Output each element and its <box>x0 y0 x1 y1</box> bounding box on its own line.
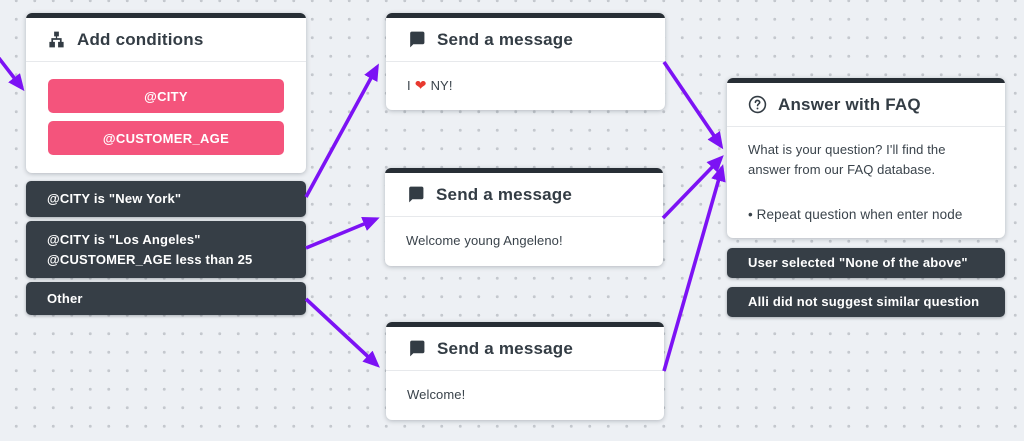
variable-customer-age-button[interactable]: @CUSTOMER_AGE <box>48 121 284 155</box>
branch-none-of-the-above[interactable]: User selected "None of the above" <box>727 248 1005 278</box>
hierarchy-icon <box>47 30 66 49</box>
variable-city-button[interactable]: @CITY <box>48 79 284 113</box>
message-text: Welcome! <box>407 387 466 402</box>
node-send-message-ny[interactable]: Send a message I ❤ NY! <box>386 13 665 110</box>
edge-msg3-to-faq <box>662 164 726 372</box>
node-answer-with-faq[interactable]: Answer with FAQ What is your question? I… <box>727 78 1005 238</box>
branch-label: Alli did not suggest similar question <box>748 294 980 309</box>
node-title: Send a message <box>437 338 574 358</box>
node-title: Send a message <box>437 29 574 49</box>
node-title: Answer with FAQ <box>778 94 921 114</box>
heart-emoji: ❤ <box>414 77 427 93</box>
message-text: I ❤ NY! <box>386 62 665 109</box>
message-text-pre: I <box>407 78 411 93</box>
branch-label: Other <box>47 290 83 306</box>
faq-description: What is your question? I'll find the ans… <box>748 142 946 177</box>
node-send-message-other[interactable]: Send a message Welcome! <box>386 322 664 420</box>
branch-other[interactable]: Other <box>26 282 306 315</box>
branch-no-similar-question[interactable]: Alli did not suggest similar question <box>727 287 1005 317</box>
node-send-message-la[interactable]: Send a message Welcome young Angeleno! <box>385 168 663 266</box>
node-header: Send a message <box>386 327 664 371</box>
branch-new-york[interactable]: @CITY is "New York" <box>26 181 306 217</box>
edge-newyork-to-msg1 <box>304 63 379 198</box>
node-header: Answer with FAQ <box>727 83 1005 127</box>
node-header: Send a message <box>386 18 665 62</box>
node-top-bar <box>26 13 306 18</box>
branch-label: @CITY is "New York" <box>47 191 182 206</box>
branch-label-line1: @CITY is "Los Angeles" <box>47 231 201 247</box>
node-header: Send a message <box>385 173 663 217</box>
edge-msg2-to-faq <box>661 155 724 220</box>
faq-option-repeat-question: • Repeat question when enter node <box>748 207 963 222</box>
edge-incoming <box>0 56 25 92</box>
node-top-bar <box>385 168 663 173</box>
message-text-post: NY! <box>430 78 453 93</box>
help-icon <box>748 95 767 114</box>
chat-icon <box>407 30 426 49</box>
chat-icon <box>406 185 425 204</box>
branch-los-angeles[interactable]: @CITY is "Los Angeles" @CUSTOMER_AGE les… <box>26 221 306 278</box>
message-text: Welcome young Angeleno! <box>406 233 563 248</box>
node-add-conditions[interactable]: Add conditions @CITY @CUSTOMER_AGE <box>26 13 306 173</box>
node-top-bar <box>386 13 665 18</box>
branch-label-line2: @CUSTOMER_AGE less than 25 <box>47 251 253 267</box>
node-top-bar <box>386 322 664 327</box>
chat-icon <box>407 339 426 358</box>
node-header: Add conditions <box>26 18 306 62</box>
edge-losangeles-to-msg2 <box>305 217 380 250</box>
branch-label: User selected "None of the above" <box>748 255 968 270</box>
edge-msg1-to-faq <box>662 60 724 150</box>
node-title: Add conditions <box>77 29 204 49</box>
node-top-bar <box>727 78 1005 83</box>
edge-other-to-msg3 <box>304 297 380 368</box>
condition-variables: @CITY @CUSTOMER_AGE <box>26 62 306 173</box>
node-title: Send a message <box>436 184 573 204</box>
